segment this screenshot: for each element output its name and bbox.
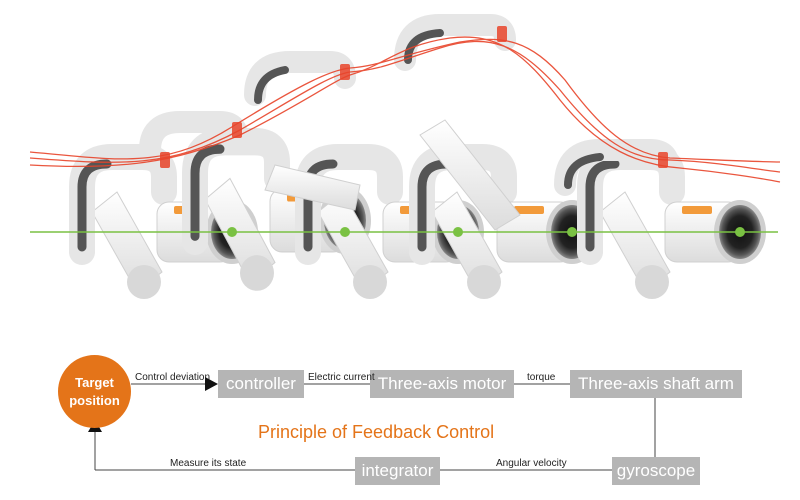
- torque-label: torque: [527, 372, 556, 383]
- gimbal-illustration: [29, 14, 781, 330]
- axis-points: [227, 227, 745, 237]
- measure-state-label: Measure its state: [170, 458, 247, 469]
- diagram-title: Principle of Feedback Control: [258, 422, 495, 442]
- three-axis-shaft-arm-box: Three-axis shaft arm: [570, 370, 742, 398]
- electric-current-label: Electric current: [308, 372, 375, 383]
- trajectory-curves: [29, 36, 781, 183]
- integrator-box: integrator: [355, 457, 440, 485]
- gyroscope-box: gyroscope: [612, 457, 700, 485]
- target-position-node: Target position: [58, 355, 131, 428]
- control-deviation-label: Control deviation: [135, 372, 211, 383]
- controller-box: controller: [218, 370, 304, 398]
- three-axis-motor-box: Three-axis motor: [370, 370, 514, 398]
- angular-velocity-label: Angular velocity: [496, 458, 567, 469]
